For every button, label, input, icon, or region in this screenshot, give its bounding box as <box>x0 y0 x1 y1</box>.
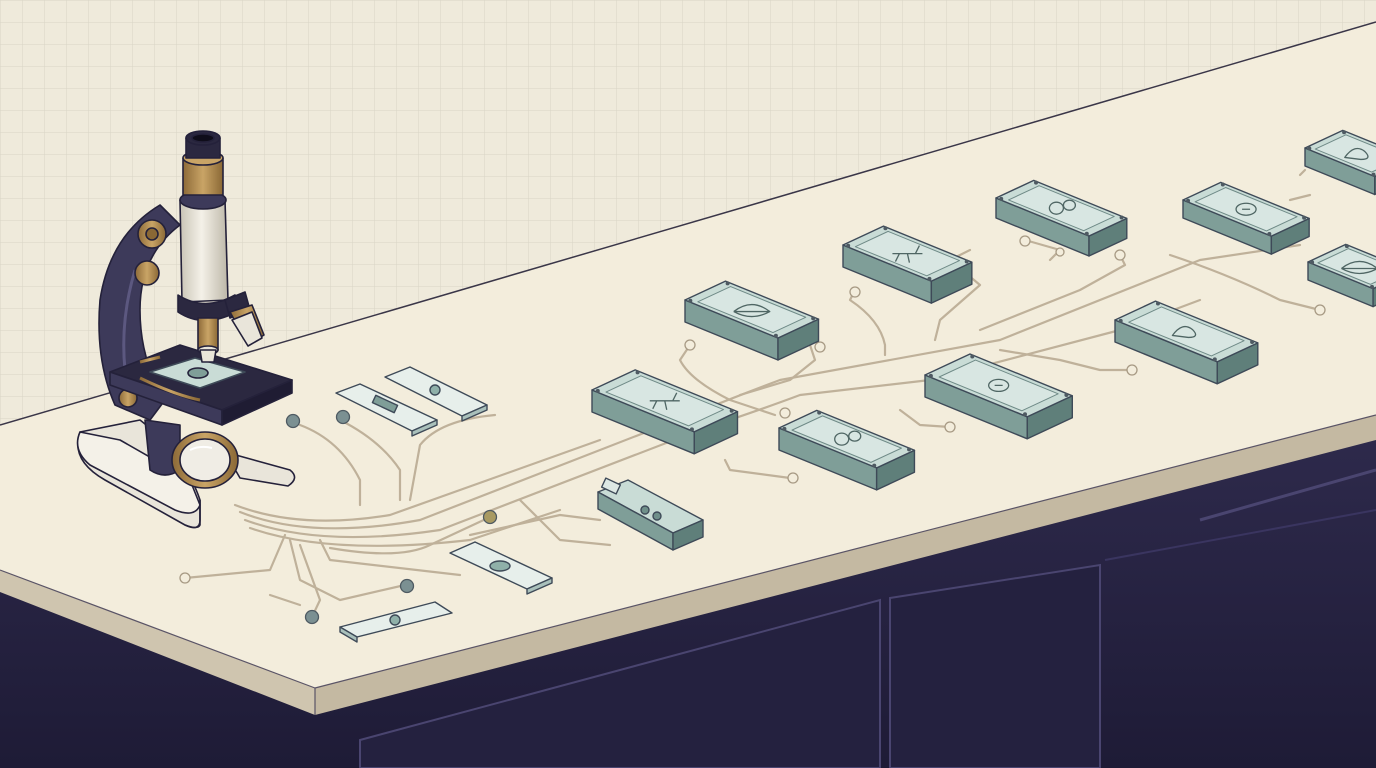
circuit-trace <box>1298 168 1307 177</box>
circuit-trace <box>848 288 887 357</box>
glass-slide-icon <box>384 366 488 422</box>
circuit-trace <box>243 298 1202 539</box>
circuit-trace <box>738 343 817 397</box>
connection-node <box>684 339 696 351</box>
connection-node <box>179 572 191 584</box>
microscope-icon <box>76 130 296 529</box>
glass-slides <box>335 366 553 643</box>
circuit-trace <box>338 418 402 502</box>
circuit-trace <box>723 458 792 480</box>
specimen-tray-icon <box>924 353 1074 440</box>
circuit-trace <box>678 343 777 417</box>
specimen-tray-icon <box>1307 243 1376 308</box>
circuit-trace <box>328 516 490 555</box>
connection-node <box>285 413 301 429</box>
circuit-trace <box>1288 193 1312 202</box>
circuit-trace <box>238 243 1302 530</box>
specimen-tray-icon <box>842 225 973 304</box>
specimen-tray-icon <box>778 409 916 491</box>
sample-cartridge <box>597 477 704 551</box>
circuit-trace <box>898 408 952 429</box>
glass-slide-icon <box>339 601 453 643</box>
connection-node <box>1314 304 1326 316</box>
circuit-trace <box>468 513 602 537</box>
connection-nodes <box>179 235 1326 625</box>
circuit-trace <box>998 348 1132 372</box>
connection-node <box>335 409 351 425</box>
specimen-tray-icon <box>1182 181 1310 255</box>
specimen-trays <box>591 129 1376 491</box>
circuit-trace <box>408 413 497 502</box>
circuit-trace <box>298 423 362 507</box>
circuit-trace <box>288 538 407 602</box>
glass-slide-icon <box>335 383 438 437</box>
connection-node <box>399 578 415 594</box>
connection-node <box>787 472 799 484</box>
connection-node <box>1055 247 1065 257</box>
circuit-trace <box>183 533 287 580</box>
specimen-tray-icon <box>1114 300 1259 385</box>
connection-node <box>304 609 320 625</box>
connection-node <box>482 509 498 525</box>
circuit-trace <box>233 438 602 522</box>
connection-node <box>779 407 791 419</box>
circuit-trace <box>1168 253 1322 312</box>
specimen-tray-icon <box>1304 129 1376 196</box>
specimen-tray-icon <box>995 179 1128 257</box>
connection-node <box>849 286 861 298</box>
connection-node <box>814 341 826 353</box>
connection-node <box>1019 235 1031 247</box>
circuit-trace <box>518 498 612 547</box>
specimen-tray-icon <box>591 369 739 455</box>
connection-node <box>1114 249 1126 261</box>
glass-slide-icon <box>449 541 553 595</box>
connection-node <box>1126 364 1138 376</box>
specimen-tray-icon <box>684 280 820 361</box>
connection-node <box>944 421 956 433</box>
circuit-trace <box>318 538 462 577</box>
circuit-trace <box>248 508 562 547</box>
circuit-trace <box>268 593 302 607</box>
